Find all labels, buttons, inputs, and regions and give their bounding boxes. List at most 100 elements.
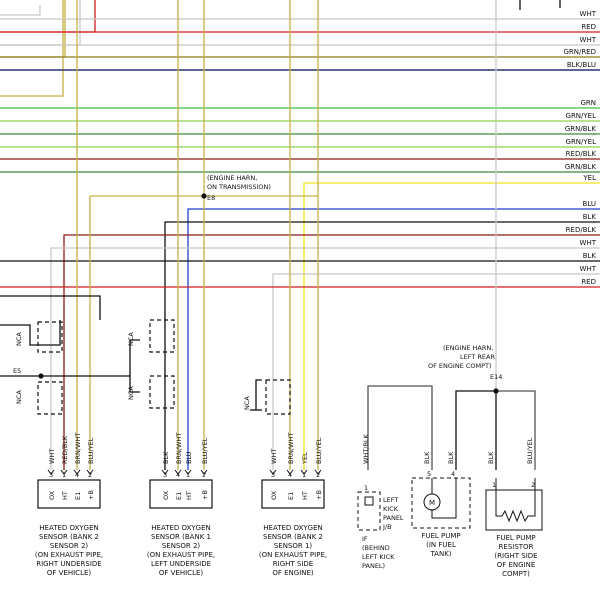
sensor-body	[149, 479, 213, 509]
sensor-caption-line: OF ENGINE)	[272, 569, 314, 577]
fuel-pump: M BLK BLK 5 4 FUEL PUMP (IN FUEL TANK)	[411, 451, 471, 558]
svg-text:NCA: NCA	[15, 390, 23, 404]
nca-labels: NCA NCA NCA NCA NCA	[15, 332, 251, 410]
fuel-pump-caption-1: FUEL PUMP	[421, 532, 460, 540]
sensor-caption-line: RIGHT SIDE	[273, 560, 313, 568]
sensor-caption-line: SENSOR 2)	[50, 542, 89, 550]
sensor-caption-line: RIGHT UNDERSIDE	[36, 560, 101, 568]
jb-box-label-2: KICK	[383, 505, 399, 513]
svg-text:2: 2	[531, 481, 535, 489]
sensor-pin-number: 3	[163, 471, 167, 479]
resistor-caption-1: FUEL PUMP	[496, 534, 535, 542]
sensor-caption-line: SENSOR (BANK 2	[263, 533, 323, 541]
sensor-caption-line: OF VEHICLE)	[159, 569, 204, 577]
sensor-pin-name: +B	[315, 490, 323, 500]
sensor-pin-name: OX	[270, 490, 278, 500]
splice-e5-dot	[38, 373, 44, 379]
connector-pin-icon	[269, 469, 277, 475]
svg-text:4: 4	[451, 470, 455, 478]
svg-text:1: 1	[492, 481, 496, 489]
connector-pin-icon	[286, 469, 294, 475]
sensor-pin-name: E1	[287, 492, 295, 500]
motor-symbol: M	[429, 499, 435, 507]
sensor-body	[37, 479, 101, 509]
sensor-pin-name: +B	[201, 490, 209, 500]
sensor-pin-name: OX	[162, 490, 170, 500]
sensor-wire-label: BRN/WHT	[175, 433, 183, 464]
sensor-wire-label: BLK	[162, 451, 170, 464]
sensor-body	[261, 479, 325, 509]
connector-pin-icon	[60, 469, 68, 475]
sensor-caption-line: (ON EXHAUST PIPE,	[35, 551, 103, 559]
branch-wires	[0, 0, 600, 470]
resistor-caption-3: (RIGHT SIDE	[494, 552, 537, 560]
bus-wire-label: WHT	[580, 239, 597, 247]
splice-e14-id: E14	[490, 373, 502, 381]
resistor-caption-2: RESISTOR	[499, 543, 534, 551]
splice-e14-label-1: (ENGINE HARN,	[443, 344, 493, 352]
sensor-pin-number: 3	[49, 471, 53, 479]
splice-e14-dot	[493, 388, 499, 394]
sensor-pin-number: 4	[176, 471, 180, 479]
sensor-pin-number: 2	[202, 471, 206, 479]
bus-wire-label: WHT	[580, 36, 597, 44]
bus-wire-label: GRN/YEL	[566, 138, 597, 146]
sensor-wire-label: RED/BLK	[61, 435, 69, 464]
splice-e8-label-2: ON TRANSMISSION)	[207, 183, 271, 191]
svg-text:5: 5	[427, 470, 431, 478]
sensor-pin-number: 4	[288, 471, 292, 479]
sensor-caption-line: HEATED OXYGEN	[39, 524, 98, 532]
connector-pin-icon	[200, 469, 208, 475]
jb-caption-2: LEFT KICK	[362, 553, 395, 561]
sensor-caption-line: HEATED OXYGEN	[151, 524, 210, 532]
svg-text:NCA: NCA	[15, 332, 23, 346]
connector-pin-icon	[161, 469, 169, 475]
sensor-pin-name: E1	[175, 492, 183, 500]
nca-connectors	[37, 319, 291, 415]
bus-wire-label: RED	[581, 278, 596, 286]
connector-pin-icon	[314, 469, 322, 475]
bus-wire-label: RED/BLK	[566, 226, 597, 234]
bus-wire-label: BLK	[583, 252, 597, 260]
oxygen-sensors: WHT3OXRED/BLK1HTBRN/WHT4E1BLU/YEL2+BHEAT…	[35, 433, 327, 577]
resistor-caption-4: OF ENGINE	[497, 561, 536, 569]
connector-pin-icon	[184, 469, 192, 475]
resistor-caption-5: COMPT)	[502, 570, 530, 578]
connector-pin-icon	[86, 469, 94, 475]
svg-text:NCA: NCA	[127, 386, 135, 400]
sensor-pin-number: 2	[88, 471, 92, 479]
connector-pin-icon	[73, 469, 81, 475]
bus-wire-label: RED/BLK	[566, 150, 597, 158]
splice-e14-label-3: OF ENGINE COMPT)	[428, 362, 492, 370]
sensor-caption-line: (ON EXHAUST PIPE,	[259, 551, 327, 559]
connector-pin-icon	[300, 469, 308, 475]
sensor-wire-label: YEL	[301, 452, 309, 465]
connector-pin-icon	[174, 469, 182, 475]
connector-pin-icon	[47, 469, 55, 475]
sensor-caption-line: SENSOR (BANK 1	[151, 533, 211, 541]
fuel-pump-resistor: BLK BLU/YEL 1 2 FUEL PUMP RESISTOR (RIGH…	[485, 437, 543, 578]
sensor-wire-label: BLU	[185, 451, 193, 464]
sensor-wire-label: BLU/YEL	[201, 437, 209, 464]
bus-wire-label: GRN/BLK	[565, 163, 597, 171]
sensor-pin-name: HT	[185, 491, 193, 500]
junction-block: WHT/BLK 1 LEFT KICK PANEL J/B IF (BEHIND…	[357, 433, 404, 570]
sensor-wire-label: BLU/YEL	[315, 437, 323, 464]
bus-wire-label: BLK	[583, 213, 597, 221]
sensor-wire-label: BLU/YEL	[87, 437, 95, 464]
oxygen-sensor: WHT3OXRED/BLK1HTBRN/WHT4E1BLU/YEL2+BHEAT…	[35, 433, 103, 577]
bus-wire-label: WHT	[580, 265, 597, 273]
bus-wire-label: YEL	[582, 174, 596, 182]
fuel-pump-caption-3: TANK)	[429, 550, 451, 558]
sensor-pin-number: 3	[271, 471, 275, 479]
sensor-pin-name: HT	[301, 491, 309, 500]
sensor-pin-number: 1	[302, 471, 306, 479]
jb-box-label-1: LEFT	[383, 496, 398, 504]
sensor-pin-number: 1	[62, 471, 66, 479]
bus-wire-label: WHT	[580, 10, 597, 18]
bus-wire-label: GRN	[580, 99, 596, 107]
bus-wire-label: BLK/BLU	[567, 61, 596, 69]
